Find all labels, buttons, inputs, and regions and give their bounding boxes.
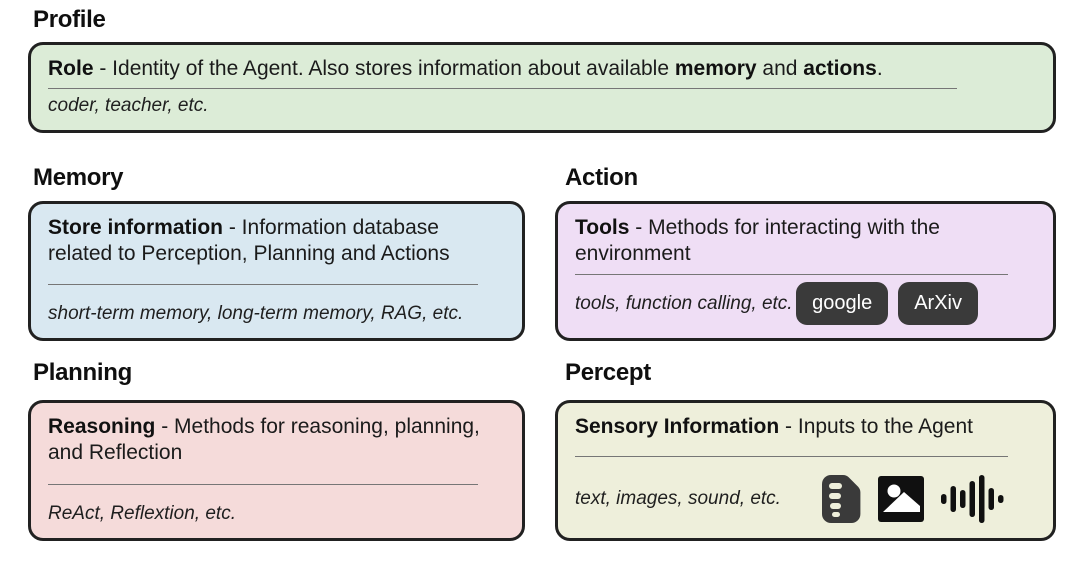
profile-card-heading: Role - Identity of the Agent. Also store…: [48, 57, 883, 80]
memory-section-title: Memory: [33, 164, 124, 191]
planning-section-title: Planning: [33, 359, 132, 386]
profile-bold-memory: memory: [674, 57, 757, 80]
memory-term: Store information: [48, 216, 224, 239]
memory-card: Store information - Information database…: [28, 201, 525, 341]
profile-examples: coder, teacher, etc.: [48, 94, 209, 116]
profile-term: Role: [48, 57, 94, 80]
action-term: Tools: [575, 216, 630, 239]
planning-term: Reasoning: [48, 415, 156, 438]
percept-term: Sensory Information: [575, 415, 780, 438]
divider: [48, 483, 478, 485]
divider: [48, 284, 478, 286]
planning-card-heading: Reasoning - Methods for reasoning, plann…: [48, 415, 480, 464]
memory-card-heading: Store information - Information database…: [48, 216, 450, 265]
divider: [48, 87, 957, 89]
action-section-title: Action: [565, 164, 638, 191]
divider: [575, 455, 1009, 457]
percept-example-row: text, images, sound, etc.: [575, 473, 1036, 525]
audio-waveform-icon: [940, 473, 1004, 525]
planning-examples: ReAct, Reflextion, etc.: [48, 503, 236, 524]
modality-icons: [820, 473, 1004, 525]
tool-chips: google ArXiv: [796, 282, 978, 325]
divider: [575, 273, 1009, 275]
action-card-heading: Tools - Methods for interacting with the…: [575, 216, 940, 265]
action-example-row: tools, function calling, etc. google ArX…: [575, 282, 1036, 325]
profile-bold-actions: actions: [803, 57, 877, 80]
profile-section-title: Profile: [33, 6, 106, 33]
document-icon: [820, 474, 862, 524]
percept-examples: text, images, sound, etc.: [575, 487, 781, 509]
image-icon: [878, 475, 924, 522]
memory-examples: short-term memory, long-term memory, RAG…: [48, 303, 464, 324]
action-card: Tools - Methods for interacting with the…: [555, 201, 1056, 341]
percept-card-heading: Sensory Information - Inputs to the Agen…: [575, 415, 974, 438]
percept-section-title: Percept: [565, 359, 651, 386]
percept-card: Sensory Information - Inputs to the Agen…: [555, 400, 1056, 541]
planning-card: Reasoning - Methods for reasoning, plann…: [28, 400, 525, 541]
profile-card: Role - Identity of the Agent. Also store…: [28, 42, 1056, 133]
arxiv-tool-button[interactable]: ArXiv: [898, 282, 978, 325]
action-examples: tools, function calling, etc.: [575, 292, 793, 314]
google-tool-button[interactable]: google: [796, 282, 889, 325]
